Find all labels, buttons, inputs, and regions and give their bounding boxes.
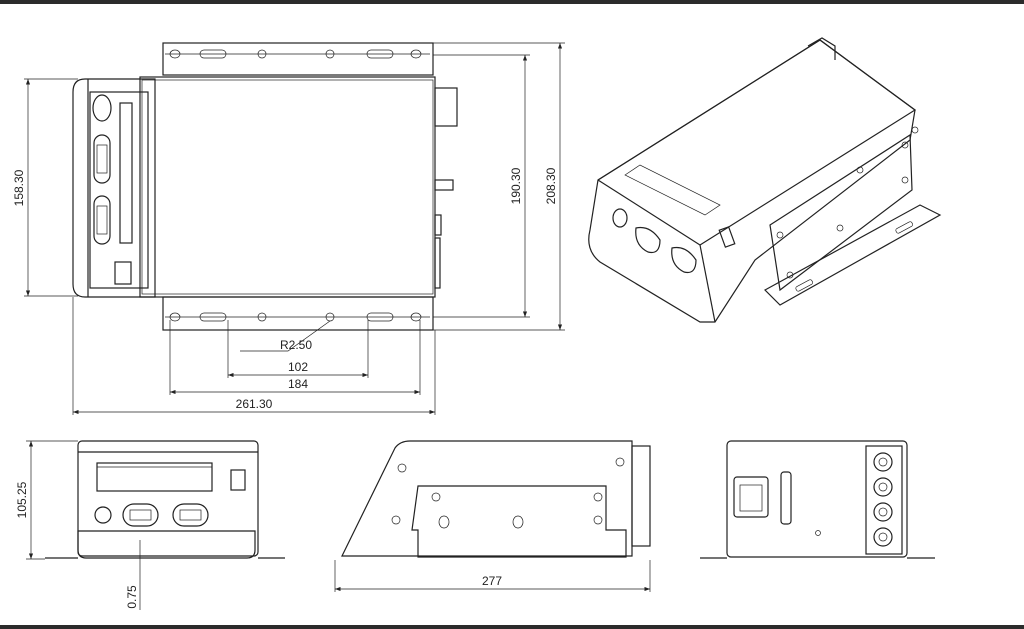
device-body	[139, 76, 436, 298]
dim-front-height: 105.25	[15, 481, 29, 518]
dim-height-front: 158.30	[12, 169, 26, 206]
dim-inner-bracket-height: 190.30	[509, 167, 523, 204]
bottom-bracket	[162, 296, 434, 331]
dim-hole-spacing: 184	[288, 377, 308, 391]
power-socket	[92, 94, 112, 122]
iso-display	[624, 164, 721, 216]
dim-overall-bracket-height: 208.30	[544, 167, 558, 204]
top-view: 158.30 190.30 208.30 R2.50 102 184 261.3…	[12, 42, 565, 415]
dim-side-length: 277	[482, 574, 502, 588]
iso-bracket	[769, 133, 913, 292]
dim-hole-radius: R2.50	[280, 338, 312, 352]
rear-connector	[434, 87, 458, 127]
side-bracket	[411, 485, 627, 558]
front-view: 105.25 0.75	[15, 440, 285, 610]
rear-view	[700, 440, 935, 559]
switch-icon	[114, 261, 132, 285]
dim-front-gap: 0.75	[125, 585, 139, 609]
bottom-border	[0, 625, 1024, 629]
front-display	[96, 462, 213, 492]
top-border	[0, 0, 1024, 4]
d-sub-connector	[780, 471, 792, 525]
front-panel	[72, 78, 156, 298]
dim-slot-spacing: 102	[288, 360, 308, 374]
side-view: 277	[334, 440, 651, 592]
dim-overall-length: 261.30	[236, 397, 273, 411]
front-switch	[230, 469, 246, 491]
top-bracket	[162, 42, 434, 76]
power-inlet	[733, 476, 769, 518]
isometric-view	[588, 37, 942, 323]
mounting-holes	[165, 49, 430, 322]
display-slot	[119, 102, 133, 244]
rear-terminal-block	[865, 445, 903, 555]
